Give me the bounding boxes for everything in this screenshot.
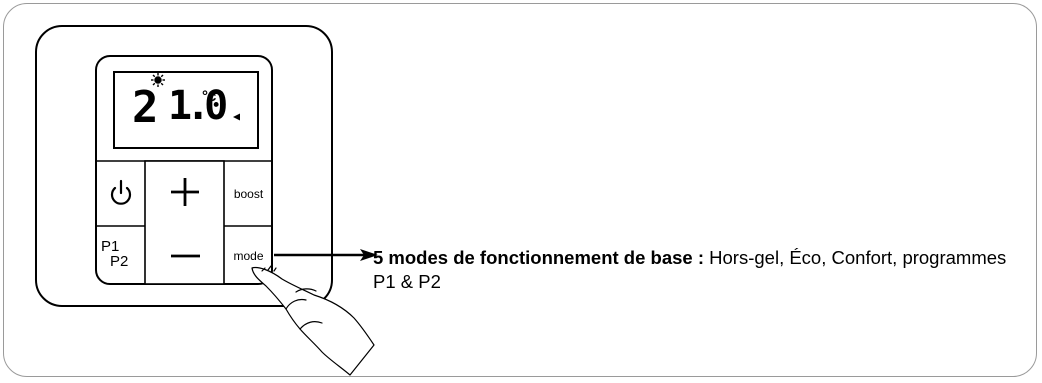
boost-label: boost	[233, 186, 264, 201]
annotation-bold: 5 modes de fonctionnement de base :	[373, 247, 705, 268]
lcd-screen	[113, 71, 259, 149]
temperature-decimal-digits: 1.0	[168, 83, 228, 129]
triangle-indicator-icon	[233, 113, 240, 121]
hand-pressing-icon	[251, 265, 375, 376]
plus-button[interactable]	[146, 162, 223, 225]
power-button[interactable]	[97, 162, 144, 225]
mode-label: mode	[233, 249, 264, 263]
mode-button[interactable]: mode	[225, 227, 272, 283]
temperature-unit: °c	[202, 88, 217, 105]
program-button[interactable]: P1 P2	[97, 227, 144, 283]
sun-icon	[151, 73, 165, 87]
temperature-integer-digit: 2	[132, 82, 159, 133]
plus-icon	[171, 178, 199, 206]
p2-label: P2	[110, 253, 129, 270]
arrow-right-icon	[274, 249, 378, 261]
power-icon	[110, 179, 132, 205]
p1-label: P1	[101, 238, 120, 255]
minus-button[interactable]	[146, 227, 223, 283]
boost-button[interactable]: boost	[225, 162, 272, 225]
annotation-normal: Hors-gel, Éco, Confort, programmes P1 & …	[373, 247, 1007, 292]
annotation-text: 5 modes de fonctionnement de base : Hors…	[373, 246, 1013, 294]
